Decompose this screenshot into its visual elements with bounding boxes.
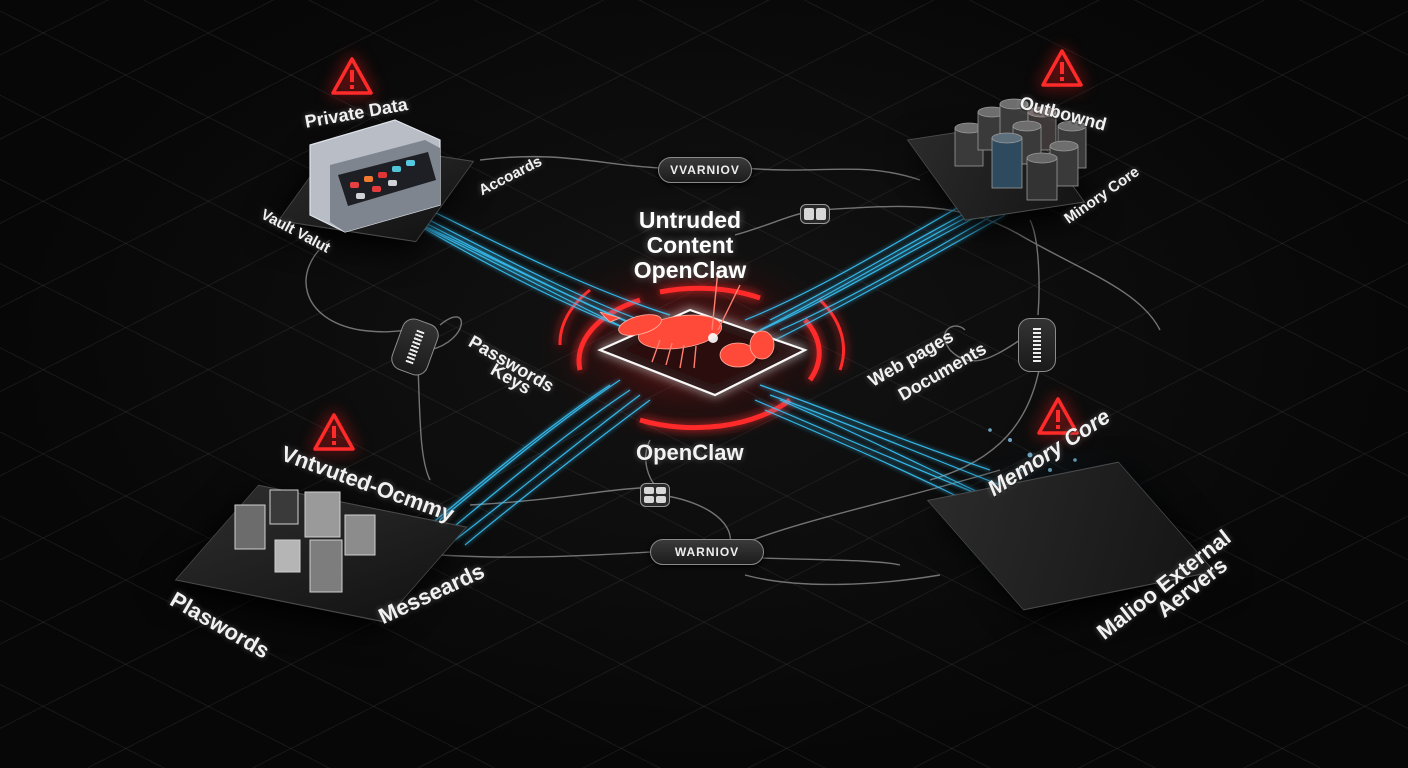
connector-chip-top bbox=[800, 204, 830, 224]
warning-icon-memory-core bbox=[1037, 397, 1079, 435]
warning-icon-private-data bbox=[331, 57, 373, 95]
connector-chip-bottom bbox=[640, 483, 670, 507]
warning-pill-top: VVARNIOV bbox=[658, 157, 752, 183]
center-title: Untruded Content OpenClaw bbox=[600, 208, 780, 283]
warning-icon-outbound bbox=[1041, 49, 1083, 87]
center-title-line-1: Untruded bbox=[638, 207, 742, 233]
warning-pill-top-label: VVARNIOV bbox=[670, 163, 740, 177]
center-caption: OpenClaw bbox=[636, 440, 744, 465]
warning-pill-bottom: WARNIOV bbox=[650, 539, 764, 565]
red-ring-group bbox=[558, 285, 845, 431]
connector-badge-right bbox=[1018, 318, 1056, 372]
warning-icon-untrusted bbox=[313, 413, 355, 451]
center-title-line-3: OpenClaw bbox=[633, 257, 747, 283]
center-title-line-2: Content bbox=[646, 232, 734, 258]
warning-pill-bottom-label: WARNIOV bbox=[674, 545, 740, 559]
